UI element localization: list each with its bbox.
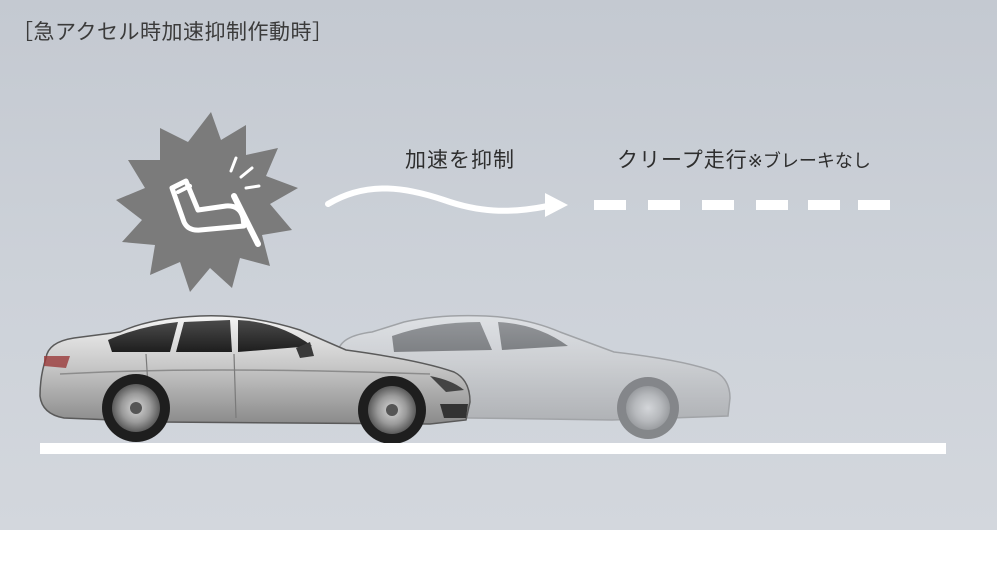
bottom-strip bbox=[0, 530, 997, 561]
road-line bbox=[40, 443, 946, 454]
diagram-caption: ［急アクセル時加速抑制作動時］ bbox=[12, 20, 334, 44]
diagram-panel: ［急アクセル時加速抑制作動時］ bbox=[0, 0, 997, 530]
dashed-line-icon bbox=[594, 200, 890, 210]
pedal-press-burst-icon bbox=[116, 112, 298, 292]
accel-suppression-label: 加速を抑制 bbox=[405, 148, 515, 172]
scene-graphic bbox=[39, 112, 946, 454]
creep-main-label: クリープ走行 bbox=[617, 148, 748, 172]
car bbox=[39, 315, 471, 444]
creep-note-label: ※ブレーキなし bbox=[747, 151, 871, 172]
wave-arrow-icon bbox=[325, 185, 568, 217]
creep-label: クリープ走行※ブレーキなし bbox=[617, 144, 871, 174]
